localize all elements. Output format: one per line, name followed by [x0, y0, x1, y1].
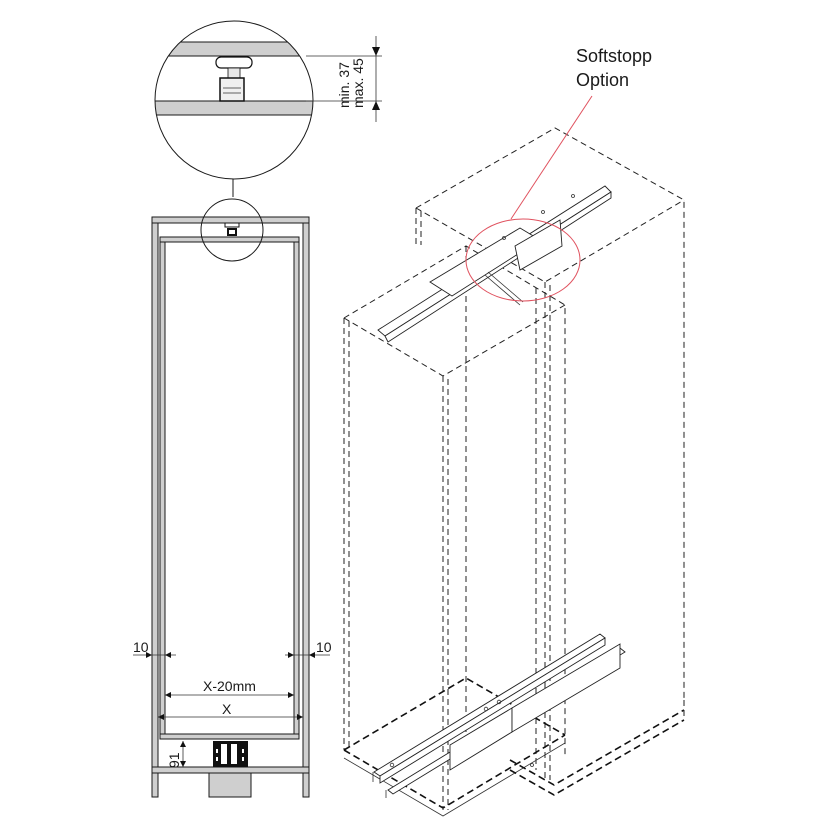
detail-marker-circle: [200, 198, 264, 262]
runner-block: [213, 741, 248, 767]
top-rail: [377, 185, 612, 343]
isometric-view: [343, 95, 685, 817]
dim-min: min. 37: [336, 62, 352, 108]
dim-right-gap: 10: [316, 639, 332, 655]
front-view: 10 10 X-20mm X 91: [133, 198, 332, 798]
dim-max: max. 45: [350, 58, 366, 108]
bottom-rail: [372, 633, 626, 798]
magnifier-circle: [154, 20, 314, 180]
dim-outer-width: X: [222, 701, 232, 717]
dim-bottom-height: 91: [166, 752, 182, 768]
softstopp-label-line2: Option: [576, 70, 629, 90]
detail-magnifier: min. 37 max. 45: [154, 20, 382, 197]
dim-inner-width: X-20mm: [203, 678, 256, 694]
softstopp-label-line1: Softstopp: [576, 46, 652, 66]
softstopp-highlight: [465, 218, 581, 302]
dim-left-gap: 10: [133, 639, 149, 655]
